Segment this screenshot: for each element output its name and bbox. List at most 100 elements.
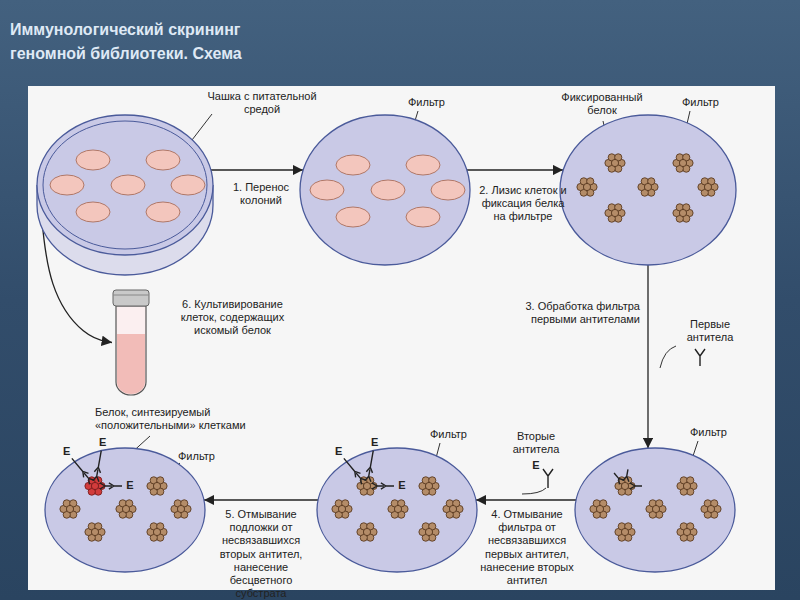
primary-antibody [84,473,94,484]
node-shape [37,115,213,255]
filter-disc: Фильтр [317,448,477,572]
secondary-antibody [94,451,101,473]
primary-antibody [93,469,99,481]
protein-spot [646,500,666,518]
node-caption: Фильтр [690,426,745,439]
secondary-antibody [344,458,361,477]
node-shape [560,115,736,265]
enzyme-label: E [333,445,345,458]
part-label: Первые антитела [670,318,750,344]
protein-spot [638,178,658,196]
protein-lobe [707,505,714,512]
protein-lobe [683,482,690,489]
node-shape [575,448,735,572]
protein-lobe [91,482,98,489]
colony [336,155,370,175]
protein-spot [615,523,635,541]
tube-cap-rim [113,295,149,296]
protein-spot [605,154,625,172]
protein-lobe [153,528,160,535]
protein-spot [577,178,597,196]
protein-spot [443,500,463,518]
shape-art [560,115,736,265]
protein-lobe [583,183,590,190]
protein-lobe [122,505,129,512]
bracket-curve [522,488,546,494]
colony [336,207,370,227]
protein-lobe [91,528,98,535]
protein-spot [60,500,80,518]
node-caption: 6. Культивирование клеток, содержащих ис… [170,298,295,338]
primary-antibody [356,473,366,484]
protein-spot [615,477,635,495]
protein-lobe [363,528,370,535]
antibody-symbol [543,469,553,488]
colony [76,150,110,170]
test-tube: 6. Культивирование клеток, содержащих ис… [112,290,150,395]
protein-lobe [683,528,690,535]
shape-art [317,448,477,572]
protein-lobe [596,505,603,512]
node-shape [45,448,205,572]
protein-spot [419,477,439,495]
node-caption: Фильтр [682,96,737,109]
protein-lobe [611,209,618,216]
process-arrow [467,169,563,170]
process-arrow [211,169,303,170]
colony [431,180,465,200]
secondary-antibody [366,451,373,473]
enzyme-label: E [396,479,408,492]
filter-disc: Фильтр [300,115,470,265]
protein-spot [590,500,610,518]
protein-spot [673,204,693,222]
protein-spot [85,523,105,541]
colony [146,150,180,170]
protein-spot [419,523,439,541]
protein-lobe [621,528,628,535]
primary-antibody [614,473,624,484]
enzyme-label: E [369,436,381,449]
protein-spot [171,500,191,518]
bracket-curve [660,346,676,368]
primary-antibody [365,469,371,481]
protein-spot [357,523,377,541]
process-arrow [647,265,648,448]
shape-art [575,448,735,572]
node-caption: Чашка с питательной средой [207,90,317,116]
dish-rim [43,121,207,249]
node-caption: Фильтр [408,96,468,109]
protein-spot [357,477,377,495]
protein-lobe [449,505,456,512]
secondary-antibody [381,483,394,489]
filter-disc: Фильтр [575,448,735,572]
antibody-symbol [695,349,705,366]
protein-spot [332,500,352,518]
enzyme-label: E [124,479,136,492]
protein-lobe [394,505,401,512]
protein-lobe [679,209,686,216]
node-caption: Фиксированный белок [552,91,652,117]
colony [171,175,205,195]
shape-art [37,115,213,275]
protein-spot [147,523,167,541]
node-shape [317,448,477,572]
secondary-antibody [109,483,122,489]
step-label: 5. Отмывание подложки от несвязавшихся в… [207,508,315,600]
protein-spot [388,500,408,518]
node-shape [112,290,150,395]
disc-outline [300,115,470,265]
protein-spot [698,178,718,196]
colony [50,175,84,195]
node-caption: Фильтр [430,428,485,441]
colony [111,175,145,195]
node-caption: Белок, синтезируемый «положительными» кл… [95,406,270,432]
slide-title: Иммунологический скрининг геномной библи… [10,18,310,66]
step-label: 1. Перенос колоний [224,181,298,207]
enzyme-label: E [530,459,542,472]
disc-outline [317,448,477,572]
colony [146,202,180,222]
disc-outline [37,115,213,255]
content-panel [28,86,775,590]
colony [406,207,440,227]
protein-spot [605,204,625,222]
